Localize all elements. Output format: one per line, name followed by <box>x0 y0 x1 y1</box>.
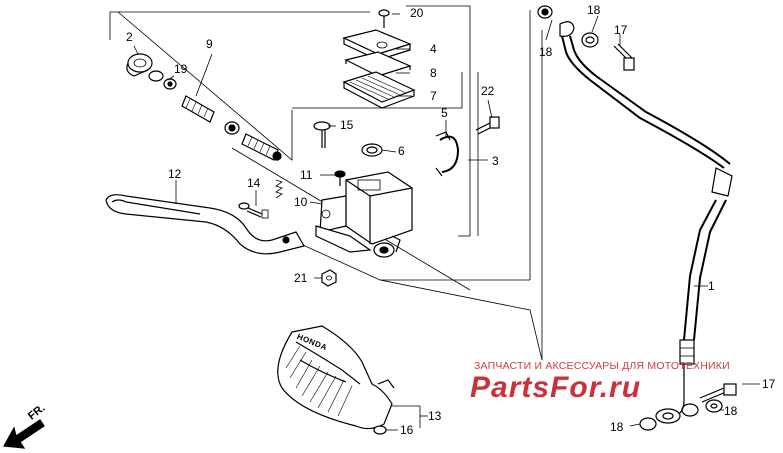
part-22-bolt <box>475 116 500 135</box>
group-frames <box>109 5 543 361</box>
callout-15: 15 <box>340 118 354 132</box>
part-8-plate <box>344 51 412 80</box>
part-20-screw <box>378 9 390 28</box>
callout-19: 19 <box>174 62 188 76</box>
callout-20: 20 <box>410 6 424 20</box>
callout-5: 5 <box>441 106 448 120</box>
part-10-spring <box>275 179 283 199</box>
part-21-nut <box>321 269 337 287</box>
callout-8: 8 <box>430 66 437 80</box>
direction-arrow <box>3 419 45 449</box>
part-17-bolt-top <box>613 43 635 71</box>
callout-22: 22 <box>481 84 495 98</box>
callout-4: 4 <box>430 42 437 56</box>
part-17-bolt-bottom <box>699 383 737 403</box>
part-7-diaphragm <box>342 71 416 109</box>
callout-17-top: 17 <box>614 23 628 37</box>
watermark-subtitle: ЗАПЧАСТИ И АКСЕССУАРЫ ДЛЯ МОТОТЕХНИКИ <box>474 360 730 372</box>
part-18-washer-top <box>581 32 599 48</box>
part-19-washers <box>148 70 177 90</box>
part-13-cover <box>277 325 395 435</box>
part-18-washer-bottom <box>705 399 723 413</box>
callout-2: 2 <box>126 30 133 44</box>
part-12-lever <box>105 194 305 255</box>
callout-21: 21 <box>294 271 308 285</box>
callout-13: 13 <box>428 409 442 423</box>
part-6-gasket <box>361 143 383 157</box>
callout-18-bottom-left: 18 <box>610 420 624 434</box>
callout-1: 1 <box>708 279 715 293</box>
callout-6: 6 <box>398 144 405 158</box>
part-14-screw <box>238 202 269 219</box>
callout-14: 14 <box>247 176 261 190</box>
callout-3: 3 <box>492 154 499 168</box>
callout-18-top-right: 18 <box>587 3 601 17</box>
callout-10: 10 <box>294 195 308 209</box>
part-2-boot <box>126 53 153 77</box>
callout-17-bottom: 17 <box>762 377 776 391</box>
callout-18-bottom-right: 18 <box>724 404 738 418</box>
part-5-clamp <box>435 131 460 177</box>
callout-12: 12 <box>168 167 182 181</box>
part-4-cap <box>342 29 412 61</box>
leader-lines <box>133 13 760 431</box>
callout-9: 9 <box>206 37 213 51</box>
callout-11: 11 <box>300 168 313 182</box>
watermark-brand: PartsFor.ru <box>470 371 642 404</box>
master-cylinder-body <box>315 171 413 258</box>
part-11-pin <box>334 170 346 186</box>
callout-7: 7 <box>430 89 437 103</box>
part-9-piston-kit <box>181 95 282 161</box>
part-15-screw <box>313 121 331 148</box>
callout-16: 16 <box>400 423 414 437</box>
callout-18-top-left: 18 <box>539 45 553 59</box>
part-1-hose <box>537 5 733 431</box>
